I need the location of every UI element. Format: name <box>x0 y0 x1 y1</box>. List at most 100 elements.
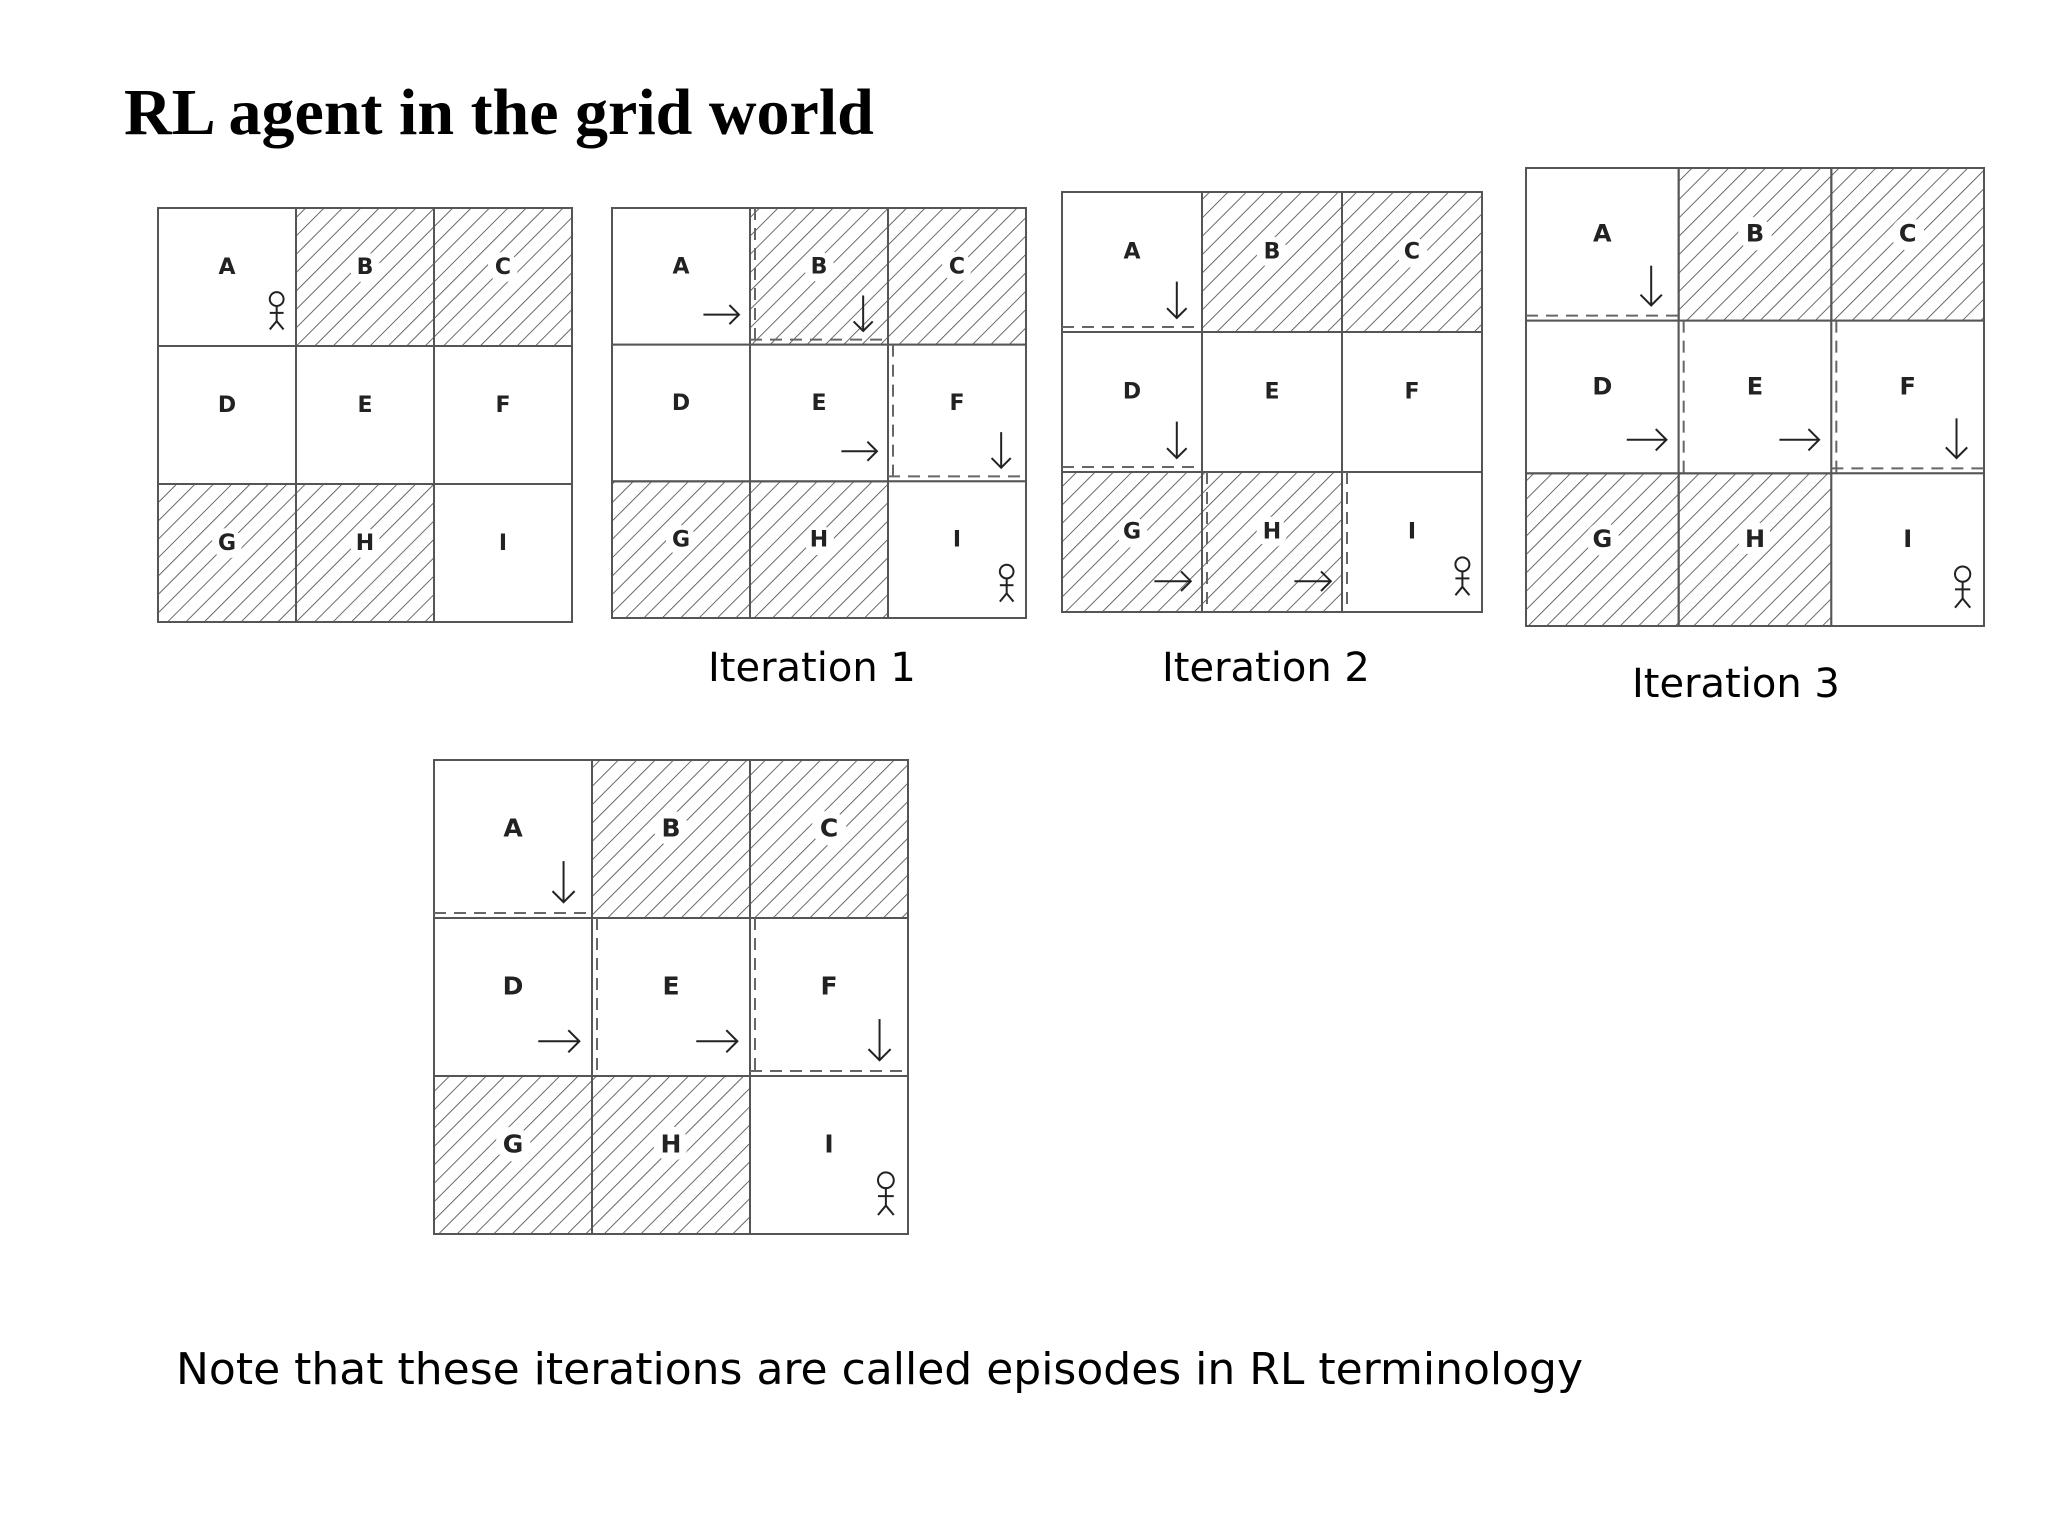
label-backdrop <box>803 251 835 282</box>
label-backdrop <box>495 1126 531 1162</box>
cell-f <box>433 345 573 485</box>
cell-label-i: I <box>499 531 507 556</box>
label-backdrop <box>811 810 847 846</box>
label-backdrop <box>487 252 519 283</box>
caption-iteration-3: Iteration 3 <box>1632 661 1840 707</box>
grid-world-initial: A B C D E F G H I <box>157 207 573 623</box>
arrow-right-icon <box>696 1029 739 1054</box>
cell-d <box>1525 319 1680 475</box>
label-backdrop <box>349 528 381 559</box>
arrow-down-icon <box>551 861 576 904</box>
cell-label-g: G <box>503 1129 524 1158</box>
cell-label-c: C <box>949 254 965 279</box>
cell-i <box>1830 472 1986 628</box>
cell-label-c: C <box>1899 220 1917 248</box>
cell-label-d: D <box>503 971 524 1000</box>
cell-label-e: E <box>662 971 679 1000</box>
cell-label-h: H <box>661 1129 682 1158</box>
cell-label-i: I <box>824 1129 833 1158</box>
cell-b-blocked <box>1677 167 1833 322</box>
cell-d <box>157 345 297 485</box>
cell-label-b: B <box>1264 240 1281 265</box>
cell-f <box>1341 331 1483 473</box>
cell-label-d: D <box>672 391 690 416</box>
cell-label-g: G <box>1592 525 1612 553</box>
arrow-down-icon <box>1945 418 1968 460</box>
arrow-right-icon <box>538 1029 581 1054</box>
cell-label-c: C <box>820 813 838 842</box>
agent-icon <box>268 291 285 331</box>
cell-f <box>887 343 1027 483</box>
label-backdrop <box>1890 216 1925 251</box>
label-backdrop <box>1738 216 1772 251</box>
arrow-down-icon <box>1166 421 1188 460</box>
cell-label-h: H <box>810 528 828 553</box>
label-backdrop <box>1738 522 1772 556</box>
cell-label-d: D <box>218 393 236 418</box>
label-backdrop <box>1116 516 1148 548</box>
cell-a <box>1525 167 1680 322</box>
cell-label-b: B <box>357 255 374 280</box>
cell-label-b: B <box>811 254 828 279</box>
cell-label-d: D <box>1592 372 1612 400</box>
cell-i <box>1341 471 1483 613</box>
label-backdrop <box>1256 236 1288 268</box>
cell-label-e: E <box>1264 380 1279 405</box>
label-backdrop <box>665 525 697 556</box>
agent-icon <box>1953 565 1972 609</box>
cell-label-g: G <box>672 528 690 553</box>
arrow-right-icon <box>703 304 741 325</box>
cell-label-c: C <box>495 255 511 280</box>
cell-i <box>887 480 1027 620</box>
arrow-right-icon <box>1626 428 1668 452</box>
arrow-right-icon <box>1294 570 1333 592</box>
arrow-down-icon <box>1639 265 1663 307</box>
cell-label-i: I <box>1903 525 1912 553</box>
cell-e <box>295 345 435 485</box>
label-backdrop <box>211 528 243 559</box>
agent-icon <box>998 563 1015 603</box>
cell-label-f: F <box>1899 372 1915 400</box>
cell-label-a: A <box>1593 220 1612 248</box>
cell-label-h: H <box>356 531 374 556</box>
cell-label-b: B <box>661 813 680 842</box>
arrow-right-icon <box>841 440 879 462</box>
cell-d <box>433 917 593 1077</box>
caption-iteration-1: Iteration 1 <box>708 645 916 691</box>
label-backdrop <box>1585 522 1620 556</box>
cell-label-b: B <box>1746 220 1764 248</box>
label-backdrop <box>349 252 381 283</box>
cell-label-a: A <box>503 813 523 842</box>
cell-label-g: G <box>218 531 236 556</box>
cell-label-c: C <box>1404 240 1420 265</box>
cell-label-h: H <box>1263 520 1281 545</box>
arrow-down-icon <box>852 295 874 333</box>
cell-label-i: I <box>953 528 961 553</box>
arrow-right-icon <box>1154 570 1193 592</box>
note-text: Note that these iterations are called ep… <box>176 1344 1583 1395</box>
cell-d <box>1061 331 1203 473</box>
cell-label-f: F <box>949 391 964 416</box>
cell-label-f: F <box>495 393 510 418</box>
label-backdrop <box>803 525 835 556</box>
cell-label-h: H <box>1745 525 1765 553</box>
label-backdrop <box>1396 236 1428 268</box>
cell-label-g: G <box>1123 520 1141 545</box>
cell-label-a: A <box>218 255 235 280</box>
cell-i <box>433 483 573 623</box>
caption-iteration-2: Iteration 2 <box>1162 645 1370 691</box>
arrow-down-icon <box>867 1019 892 1062</box>
label-backdrop <box>941 251 973 282</box>
cell-label-e: E <box>811 391 826 416</box>
label-backdrop <box>653 1126 689 1162</box>
cell-label-e: E <box>357 393 372 418</box>
cell-f <box>749 917 909 1077</box>
label-backdrop <box>653 810 689 846</box>
agent-icon <box>1454 556 1471 596</box>
cell-label-i: I <box>1408 520 1416 545</box>
agent-icon <box>876 1171 895 1216</box>
